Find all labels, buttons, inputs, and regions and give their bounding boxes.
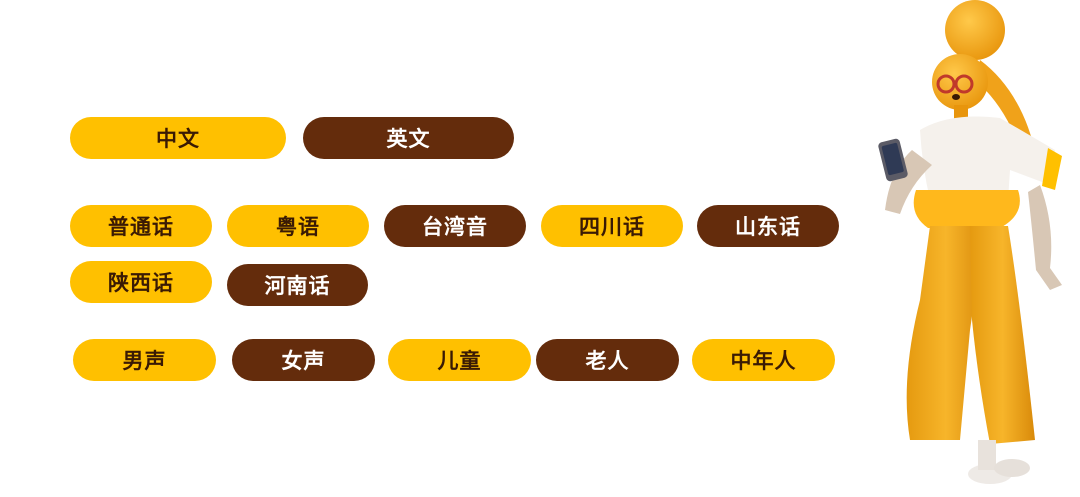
voice-pill-child[interactable]: 儿童	[388, 339, 531, 381]
dialect-pill-mandarin[interactable]: 普通话	[70, 205, 212, 247]
top-flare	[913, 190, 1020, 228]
head	[932, 54, 988, 110]
dialect-pill-henan[interactable]: 河南话	[227, 264, 368, 306]
dialect-pill-taiwanese-accent[interactable]: 台湾音	[384, 205, 526, 247]
voice-pill-male[interactable]: 男声	[73, 339, 216, 381]
voice-pill-elderly[interactable]: 老人	[536, 339, 679, 381]
arm	[885, 150, 932, 214]
shirt	[920, 116, 1055, 200]
voice-pill-middle-aged[interactable]: 中年人	[692, 339, 835, 381]
voice-pill-female[interactable]: 女声	[232, 339, 375, 381]
dialect-pill-sichuanese[interactable]: 四川话	[541, 205, 683, 247]
dialect-pill-shandong[interactable]: 山东话	[697, 205, 839, 247]
language-pill-english[interactable]: 英文	[303, 117, 514, 159]
dialect-pill-cantonese[interactable]: 粤语	[227, 205, 369, 247]
language-pill-chinese[interactable]: 中文	[70, 117, 286, 159]
glasses-icon	[936, 74, 956, 94]
hair-bun	[945, 0, 1005, 60]
pants	[906, 226, 985, 440]
character-with-phone-illustration	[878, 0, 1062, 484]
dialect-pill-shaanxi[interactable]: 陕西话	[70, 261, 212, 303]
